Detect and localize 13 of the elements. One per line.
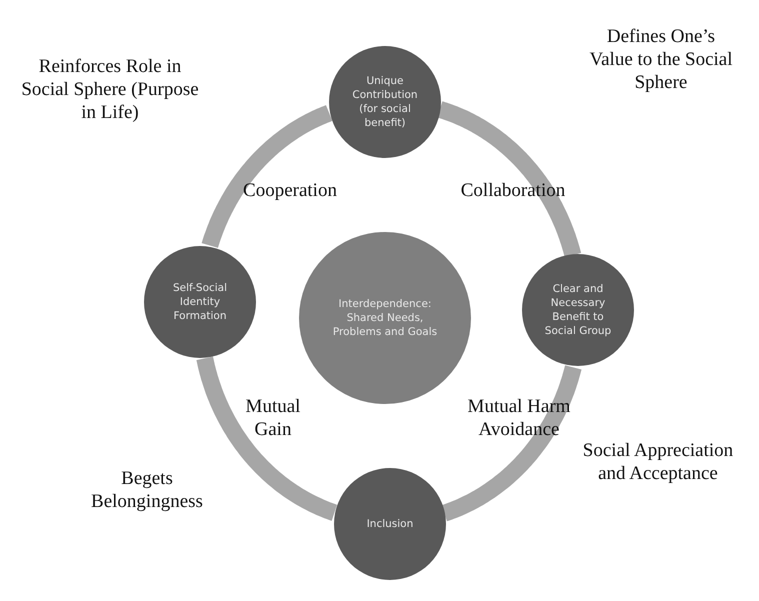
node-text: Self-Social Identity Formation	[172, 280, 228, 324]
label-text: Mutual Gain	[244, 396, 302, 442]
label-text: Defines One’s Value to the Social Sphere	[588, 26, 734, 94]
label-text: Mutual Harm Avoidance	[466, 396, 572, 442]
label-text: Cooperation	[242, 180, 338, 203]
node-text: Interdependence: Shared Needs, Problems and Goals	[332, 296, 438, 340]
label-text: Social Appreciation and Acceptance	[582, 440, 734, 486]
node-text: Clear and Necessary Benefit to Social Group	[544, 282, 612, 338]
label-text: Reinforces Role in Social Sphere (Purpose in Life)	[20, 56, 200, 124]
node-text: Unique Contribution (for social benefit)	[351, 74, 419, 130]
node-text: Inclusion	[366, 516, 414, 532]
label-text: Collaboration	[460, 180, 566, 203]
label-text: Begets Belongingness	[90, 468, 204, 514]
